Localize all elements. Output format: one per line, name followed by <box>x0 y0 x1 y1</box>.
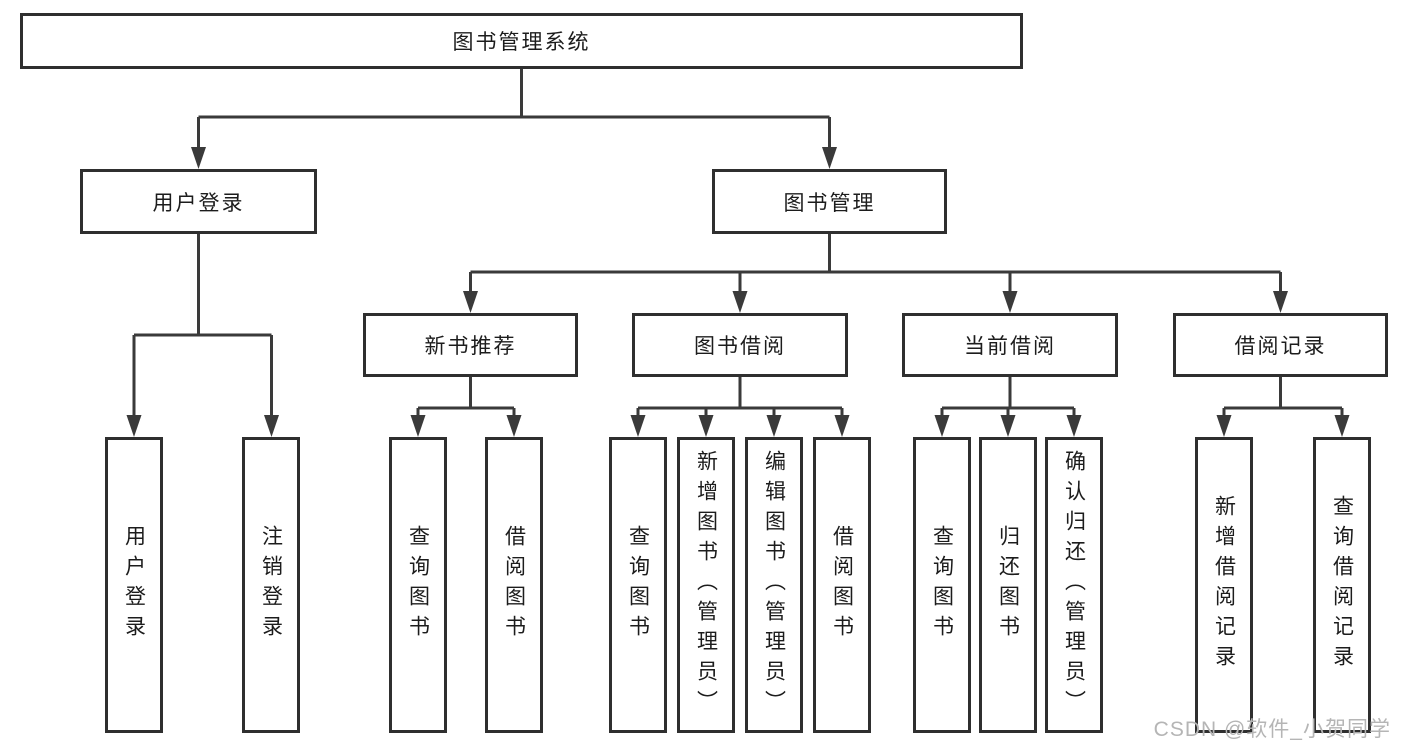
leaf-logout: 注销登录 <box>242 437 300 733</box>
arrowhead <box>630 415 646 437</box>
csdn-watermark: CSDN @软件_小贺同学 <box>1153 718 1391 741</box>
node-book-borrowing: 图书借阅 <box>632 313 848 377</box>
leaf-query-books-current: 查询图书 <box>913 437 971 733</box>
connector-book-borrow <box>636 377 844 418</box>
leaf-return-book: 归还图书 <box>979 437 1037 733</box>
node-root: 图书管理系统 <box>20 13 1023 69</box>
node-borrowing-records: 借阅记录 <box>1173 313 1388 377</box>
leaf-query-books-borrow: 查询图书 <box>609 437 667 733</box>
arrowhead <box>264 415 279 437</box>
leaf-user-login: 用户登录 <box>105 437 163 733</box>
arrowhead <box>1002 291 1018 313</box>
leaf-confirm-return-admin: 确认归还（管理员） <box>1045 437 1103 733</box>
node-book-management: 图书管理 <box>712 169 947 234</box>
arrowhead <box>834 415 850 437</box>
leaf-query-books-recommend: 查询图书 <box>389 437 447 733</box>
leaf-add-borrow-record: 新增借阅记录 <box>1195 437 1253 733</box>
node-current-borrowing: 当前借阅 <box>902 313 1118 377</box>
arrowhead <box>822 147 837 169</box>
connector-new-books <box>416 377 516 418</box>
arrowhead <box>698 415 714 437</box>
connector-borrow-records <box>1222 377 1344 418</box>
leaf-borrow-books-recommend: 借阅图书 <box>485 437 543 733</box>
leaf-edit-book-admin: 编辑图书（管理员） <box>745 437 803 733</box>
connector-book-mgmt <box>469 234 1282 294</box>
node-user-login: 用户登录 <box>80 169 317 234</box>
leaf-borrow-books: 借阅图书 <box>813 437 871 733</box>
arrowhead <box>766 415 782 437</box>
arrowhead <box>934 415 950 437</box>
connector-root <box>197 69 831 150</box>
arrowhead <box>463 291 478 313</box>
node-new-book-recommend: 新书推荐 <box>363 313 578 377</box>
leaf-query-borrow-record: 查询借阅记录 <box>1313 437 1371 733</box>
arrowhead <box>1273 291 1288 313</box>
arrowhead <box>1334 415 1350 437</box>
arrowhead <box>1066 415 1082 437</box>
connector-user-login <box>132 234 273 418</box>
arrowhead <box>1216 415 1232 437</box>
connector-current-borrow <box>940 377 1076 418</box>
arrowhead <box>1000 415 1016 437</box>
arrowhead <box>126 415 142 437</box>
arrowhead <box>506 415 522 437</box>
arrowhead <box>191 147 206 169</box>
arrowhead <box>410 415 426 437</box>
arrowhead <box>732 291 748 313</box>
leaf-add-book-admin: 新增图书（管理员） <box>677 437 735 733</box>
